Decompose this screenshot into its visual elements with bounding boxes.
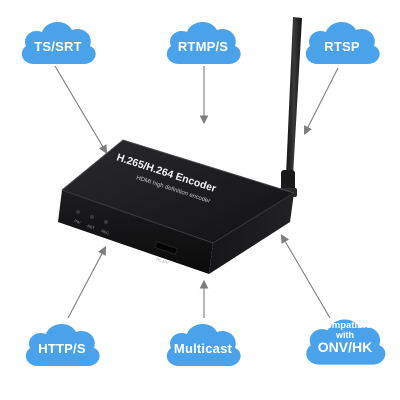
led-label-pw: PW — [74, 219, 81, 225]
label-rtsp: RTSP — [324, 39, 360, 54]
label-rtmp: RTMP/S — [177, 39, 229, 54]
label-onvif-line3: ONV/HK — [317, 339, 373, 355]
led-power — [76, 210, 80, 214]
cloud-icon — [166, 323, 241, 366]
cloud-http: HTTP/S — [20, 316, 104, 372]
cloud-icon — [25, 323, 100, 366]
antenna — [279, 17, 302, 197]
label-multicast: Multicast — [173, 341, 233, 356]
cloud-multicast: Multicast — [161, 316, 245, 372]
led-rec — [104, 220, 108, 224]
cloud-ts-srt: TS/SRT — [16, 14, 100, 70]
label-onvif-line1: Compatible — [319, 320, 371, 331]
label-ts-srt: TS/SRT — [34, 39, 82, 54]
cloud-icon — [305, 21, 380, 64]
encoder-box — [58, 139, 295, 274]
label-onvif-line2: with — [336, 330, 354, 340]
led-net — [90, 215, 94, 219]
cloud-onvif: Compatible with ONV/HK — [300, 310, 390, 372]
led-label-net: NET — [87, 224, 96, 230]
connector-arrows — [54, 65, 339, 319]
cloud-icon — [166, 21, 241, 64]
label-http: HTTP/S — [38, 341, 86, 356]
cloud-icon — [21, 21, 96, 64]
port-label: DC 12V — [156, 257, 170, 265]
dc-port — [154, 241, 178, 255]
cloud-rtmp: RTMP/S — [161, 14, 245, 70]
cloud-icon — [306, 319, 386, 365]
label-onvif: Compatible with ONV/HK — [300, 320, 390, 355]
led-label-rec: REC — [101, 229, 110, 235]
cloud-rtsp: RTSP — [300, 14, 384, 70]
